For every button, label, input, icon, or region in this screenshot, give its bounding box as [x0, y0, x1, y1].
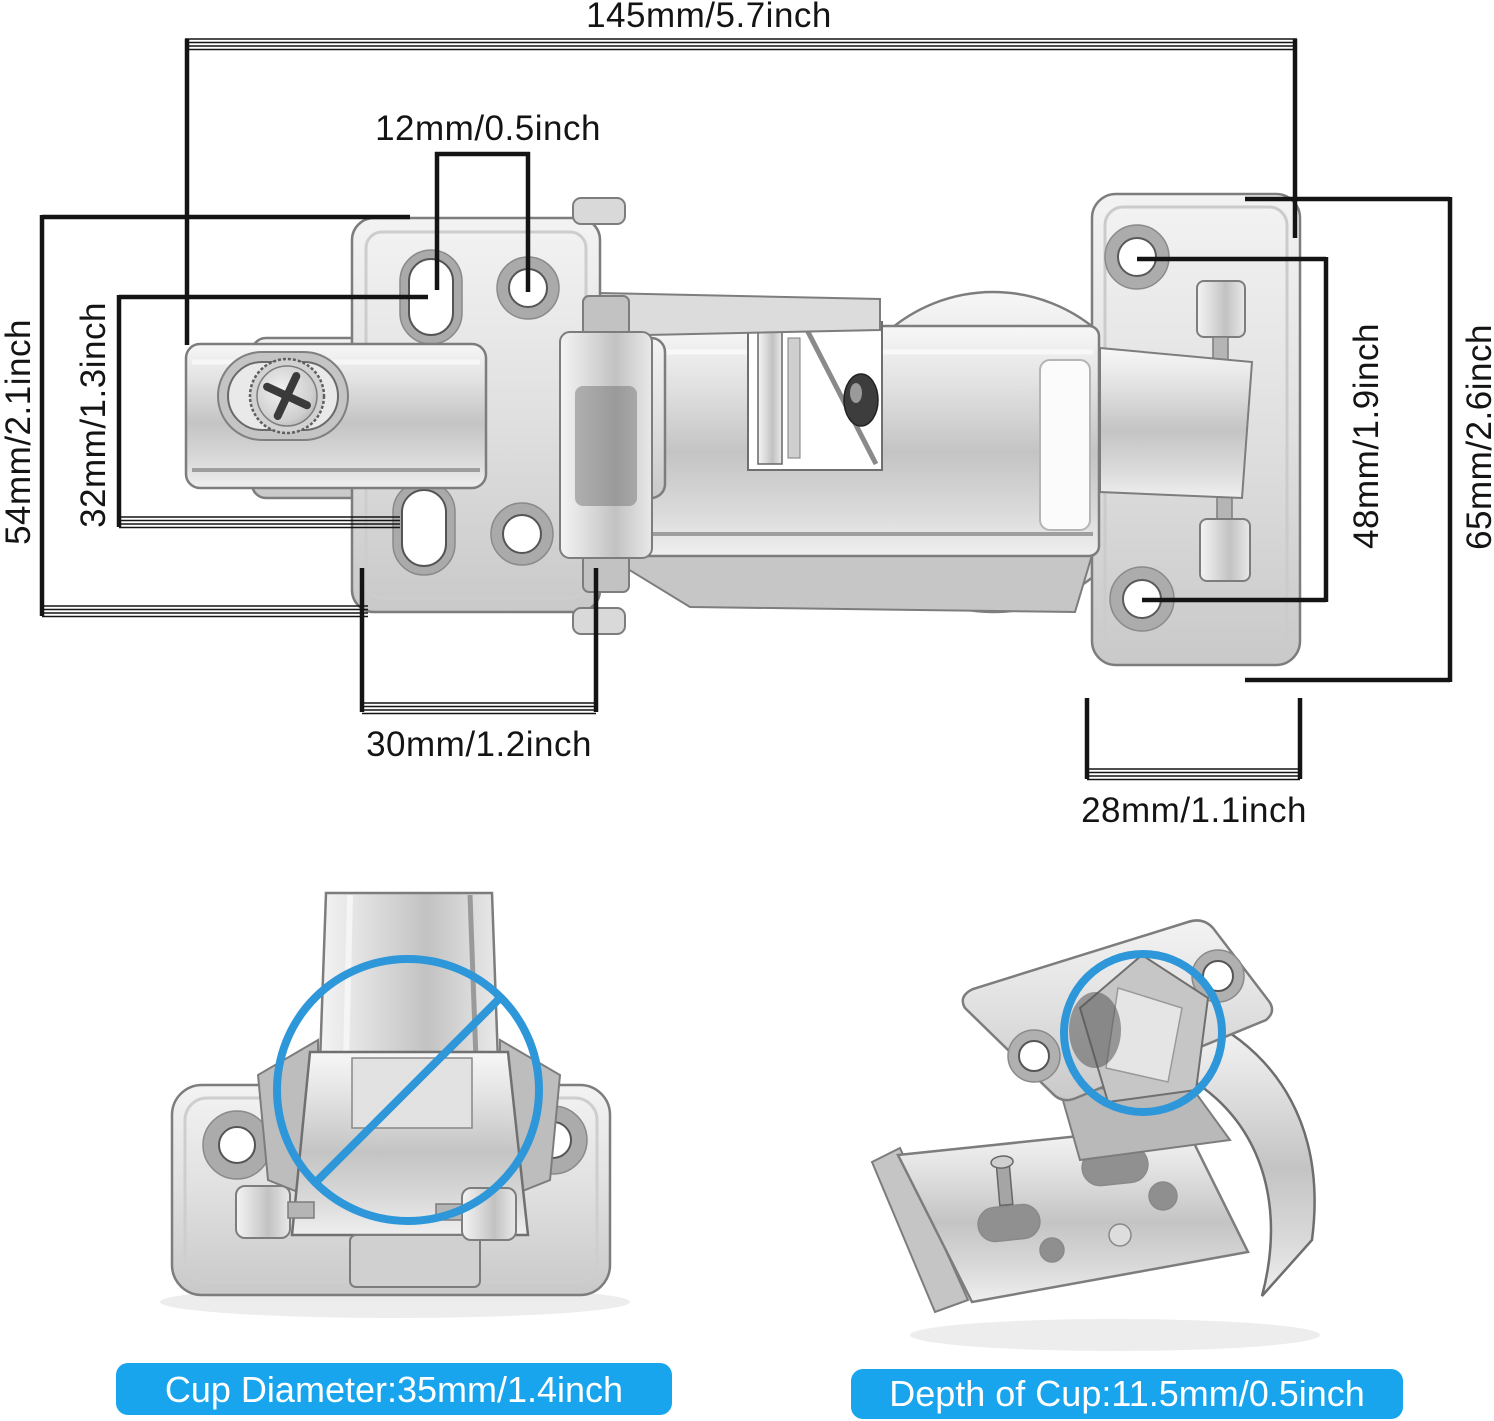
dim-label: 65mm/2.6inch	[1460, 324, 1494, 550]
spring-bridge	[597, 291, 881, 338]
top-view-hinge	[184, 192, 1302, 667]
mounting-arm	[184, 342, 488, 490]
dim-label: 145mm/5.7inch	[586, 0, 832, 35]
dim-label: 32mm/1.3inch	[74, 302, 113, 528]
dim-door-hole-spacing: 48mm/1.9inch	[1137, 256, 1386, 603]
mounting-plate-angled	[870, 1083, 1250, 1314]
prohibition-slash	[312, 994, 504, 1186]
dim-label: 28mm/1.1inch	[1081, 791, 1307, 830]
adjustment-screw	[990, 1155, 1014, 1207]
callout-label: Depth of Cup:11.5mm/0.5inch	[889, 1373, 1365, 1414]
side-pin	[235, 1185, 291, 1239]
front-view-photo	[160, 891, 630, 1318]
hinge-arm	[592, 291, 1101, 614]
hinge-c-arm	[1153, 1010, 1316, 1297]
cup-depth-circle	[1060, 950, 1226, 1116]
phillips-screw	[248, 357, 326, 435]
dim-label: 30mm/1.2inch	[366, 725, 592, 764]
dim-mount-plate-height: 54mm/2.1inch	[0, 214, 410, 618]
cup-diameter-circle	[273, 955, 543, 1225]
callout-cup-depth: Depth of Cup:11.5mm/0.5inch	[851, 1369, 1403, 1419]
callout-cup-diameter: Cup Diameter:35mm/1.4inch	[116, 1363, 672, 1415]
dim-label: 12mm/0.5inch	[375, 109, 601, 148]
dim-screw-hole-pitch: 12mm/0.5inch	[375, 109, 601, 292]
hinge-cup-angled	[1069, 953, 1210, 1104]
callout-box	[116, 1363, 672, 1415]
dim-mount-hole-spacing: 32mm/1.3inch	[74, 294, 428, 529]
callout-label: Cup Diameter:35mm/1.4inch	[165, 1369, 623, 1410]
cup-block	[1099, 346, 1254, 500]
dim-label: 54mm/2.1inch	[0, 319, 38, 545]
hinge-mechanism	[559, 197, 653, 635]
adjustment-screw	[1199, 518, 1251, 582]
angled-view-photo	[870, 919, 1320, 1351]
dim-overall-length: 145mm/5.7inch	[184, 0, 1298, 345]
callout-box	[851, 1369, 1403, 1419]
rivet	[843, 373, 879, 427]
dim-door-plate-height: 65mm/2.6inch	[1245, 196, 1494, 683]
dim-mount-plate-width: 30mm/1.2inch	[359, 568, 599, 764]
dim-door-plate-width: 28mm/1.1inch	[1081, 698, 1307, 830]
adjustment-screw	[1196, 280, 1246, 338]
dim-label: 48mm/1.9inch	[1347, 323, 1386, 549]
hinge-cup-front	[235, 1038, 562, 1288]
